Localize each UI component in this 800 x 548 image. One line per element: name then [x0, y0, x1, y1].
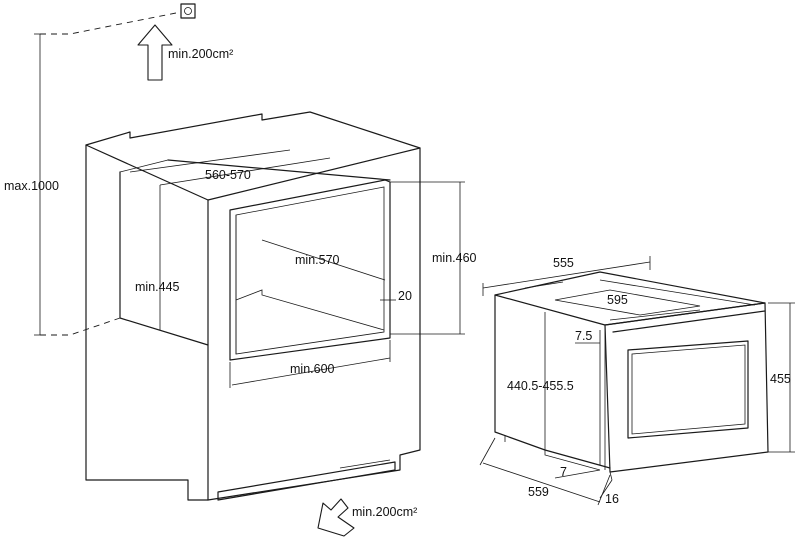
oven	[494, 271, 769, 473]
top-width-label: 595	[607, 293, 628, 307]
top-vent-label: min.200cm²	[168, 47, 233, 61]
opening-width-label: min.600	[290, 362, 335, 376]
cabinet	[85, 111, 421, 501]
body-height-label: 440.5-455.5	[507, 379, 574, 393]
side-gap-label: 20	[398, 289, 412, 303]
top-depth-label: 555	[553, 256, 574, 270]
bottom-vent-label: min.200cm²	[352, 505, 417, 519]
bottom-vent-group: min.200cm²	[317, 498, 417, 537]
front-height-label: 455	[770, 372, 791, 386]
top-vent-group: min.200cm²	[137, 3, 233, 81]
oven-dimensions: 555 595 7.5 440.5-455.5 455 7 559 16	[479, 256, 795, 506]
cabinet-dimensions: 560-570 min.445 min.570 min.460 20 min.6…	[129, 149, 477, 388]
niche-depth-label: min.570	[295, 253, 340, 267]
niche-width-top-label: 560-570	[205, 168, 251, 182]
wall-socket-icon	[180, 3, 196, 19]
niche-height-label: min.445	[135, 280, 180, 294]
max-height-label: max.1000	[4, 179, 59, 193]
max-height-dimension: max.1000	[4, 11, 182, 336]
side-depth-label: 559	[528, 485, 549, 499]
side-offset-label: 7	[560, 465, 567, 479]
opening-height-label: min.460	[432, 251, 477, 265]
top-offset-label: 7.5	[575, 329, 592, 343]
diagonal-arrow-icon	[317, 498, 355, 537]
front-thickness-label: 16	[605, 492, 619, 506]
up-arrow-icon	[137, 24, 173, 81]
